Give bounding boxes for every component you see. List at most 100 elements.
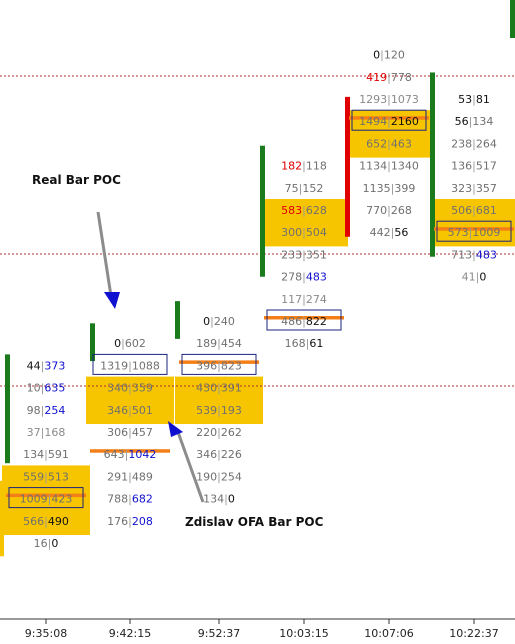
ask-value: 1009 — [472, 226, 500, 239]
ask-value: 463 — [391, 137, 412, 150]
ask-value: 240 — [214, 315, 235, 328]
cell-separator: | — [472, 160, 476, 173]
footprint-cell: 117|274 — [281, 293, 327, 306]
bid-value: 539 — [196, 404, 217, 417]
ask-value: 2160 — [391, 115, 419, 128]
footprint-cell: 1494|2160 — [359, 115, 419, 128]
bid-value: 346 — [196, 448, 217, 461]
value-area-block — [86, 376, 174, 424]
candle-bar — [90, 323, 95, 362]
cell-separator: | — [224, 493, 228, 506]
footprint-cell: 182|118 — [281, 160, 327, 173]
bid-value: 442 — [370, 226, 391, 239]
poc-box — [8, 487, 84, 509]
footprint-cell: 56|134 — [455, 115, 494, 128]
bid-value: 136 — [451, 160, 472, 173]
cell-separator: | — [472, 93, 476, 106]
cell-separator: | — [217, 359, 221, 372]
cell-separator: | — [44, 448, 48, 461]
poc-box — [266, 309, 342, 331]
cell-separator: | — [128, 426, 132, 439]
cell-separator: | — [387, 115, 391, 128]
footprint-cell: 1009|423 — [20, 493, 73, 506]
cell-separator: | — [302, 160, 306, 173]
cell-separator: | — [472, 204, 476, 217]
cell-separator: | — [302, 293, 306, 306]
bid-value: 643 — [104, 448, 125, 461]
ask-value: 489 — [132, 470, 153, 483]
cell-separator: | — [306, 337, 310, 350]
cell-separator: | — [48, 537, 52, 550]
poc-line — [6, 493, 86, 498]
bid-value: 566 — [23, 515, 44, 528]
ask-value: 118 — [306, 160, 327, 173]
ask-value: 351 — [306, 248, 327, 261]
bid-value: 53 — [458, 93, 472, 106]
bid-value: 291 — [107, 470, 128, 483]
axis-tick-label: 10:07:06 — [364, 627, 413, 640]
cell-separator: | — [472, 182, 476, 195]
bid-value: 346 — [107, 404, 128, 417]
bid-value: 168 — [285, 337, 306, 350]
candle-bars — [0, 0, 515, 557]
cell-separator: | — [469, 115, 473, 128]
ask-value: 454 — [221, 337, 242, 350]
ask-value: 0 — [479, 271, 486, 284]
bid-value: 340 — [107, 382, 128, 395]
footprint-cell: 539|193 — [196, 404, 242, 417]
bid-value: 396 — [196, 359, 217, 372]
real-bar-poc-label: Real Bar POC — [32, 173, 121, 187]
candle-bar — [260, 145, 265, 277]
ask-value: 359 — [132, 382, 153, 395]
value-area-block — [175, 376, 263, 424]
footprint-cell: 643|1042 — [104, 448, 157, 461]
cell-separator: | — [302, 204, 306, 217]
footprint-cell: 430|391 — [196, 382, 242, 395]
cell-separator: | — [217, 337, 221, 350]
cell-separator: | — [472, 248, 476, 261]
footprint-cell: 652|463 — [366, 137, 412, 150]
cell-separator: | — [217, 404, 221, 417]
poc-line — [179, 360, 259, 364]
cell-separator: | — [217, 470, 221, 483]
bid-value: 583 — [281, 204, 302, 217]
ask-value: 254 — [221, 470, 242, 483]
axis-tick-label: 9:52:37 — [198, 627, 240, 640]
bid-value: 134 — [203, 493, 224, 506]
axis-tick-label: 9:35:08 — [25, 627, 67, 640]
footprint-cell: 573|1009 — [448, 226, 501, 239]
ask-value: 268 — [391, 204, 412, 217]
cell-separator: | — [128, 382, 132, 395]
cell-separator: | — [41, 426, 45, 439]
ask-value: 517 — [476, 160, 497, 173]
poc-line — [349, 116, 429, 120]
footprint-cell: 53|81 — [458, 93, 490, 106]
footprint-cell: 134|0 — [203, 493, 235, 506]
cell-separator: | — [128, 515, 132, 528]
footprint-cell: 41|0 — [462, 271, 487, 284]
ask-value: 681 — [476, 204, 497, 217]
cell-separator: | — [302, 271, 306, 284]
ask-value: 391 — [221, 382, 242, 395]
footprint-cell: 291|489 — [107, 470, 153, 483]
cell-separator: | — [121, 337, 125, 350]
cell-separator: | — [48, 493, 52, 506]
cell-separator: | — [387, 160, 391, 173]
bid-value: 10 — [27, 382, 41, 395]
ask-value: 823 — [221, 359, 242, 372]
bid-value: 16 — [34, 537, 48, 550]
footprint-cell: 770|268 — [366, 204, 412, 217]
ask-value: 591 — [48, 448, 69, 461]
cell-separator: | — [217, 448, 221, 461]
ask-value: 208 — [132, 515, 153, 528]
ask-value: 56 — [394, 226, 408, 239]
ask-value: 134 — [472, 115, 493, 128]
ask-value: 513 — [48, 470, 69, 483]
cell-separator: | — [391, 182, 395, 195]
ask-value: 399 — [394, 182, 415, 195]
cell-separator: | — [302, 315, 306, 328]
ask-value: 635 — [44, 382, 65, 395]
bid-value: 134 — [23, 448, 44, 461]
